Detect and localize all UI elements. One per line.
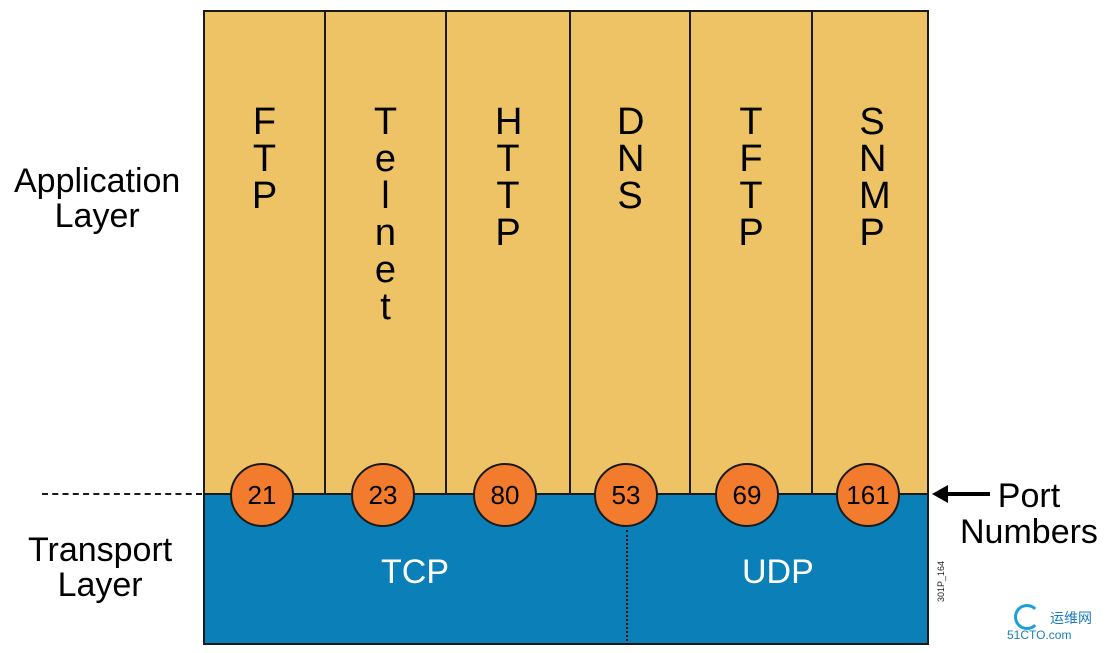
protocol-name: HTTP: [495, 101, 523, 254]
watermark-sub-text: 51CTO.com: [1007, 628, 1072, 642]
port-numbers-label: Port Numbers: [960, 477, 1098, 551]
tcp-label: TCP: [381, 553, 449, 591]
figure-code: 301P_164: [936, 560, 946, 602]
udp-label: UDP: [742, 553, 814, 591]
transport-layer-label: Transport Layer: [28, 531, 173, 604]
protocol-column-snmp: SNMP: [813, 12, 931, 493]
port-badge-dns: 53: [594, 463, 658, 527]
transport-layer-block: [203, 495, 929, 645]
protocol-column-tftp: TFTP: [691, 12, 813, 493]
port-badge-telnet: 23: [351, 463, 415, 527]
port-badge-http: 80: [473, 463, 537, 527]
tcp-udp-divider: [626, 530, 628, 645]
layer-boundary-line: [203, 493, 929, 495]
watermark-cn-text: 运维网: [1050, 610, 1092, 626]
layer-boundary-dashed-line: [42, 493, 202, 495]
arrow-left-icon: [932, 485, 990, 503]
protocol-name: DNS: [617, 101, 645, 217]
protocol-name: FTP: [251, 101, 278, 217]
protocol-name: TFTP: [738, 101, 764, 254]
port-badge-tftp: 69: [715, 463, 779, 527]
protocol-column-ftp: FTP: [205, 12, 326, 493]
watermark-logo-icon: [1014, 604, 1040, 630]
protocol-column-http: HTTP: [447, 12, 571, 493]
protocol-name: SNMP: [859, 101, 891, 254]
port-badge-snmp: 161: [836, 463, 900, 527]
port-badge-ftp: 21: [230, 463, 294, 527]
application-layer-block: FTP Telnet HTTP DNS TFTP SNMP: [203, 10, 929, 495]
application-layer-label: Application Layer: [14, 162, 181, 235]
protocol-column-dns: DNS: [571, 12, 691, 493]
protocol-name: Telnet: [373, 101, 398, 328]
protocol-column-telnet: Telnet: [326, 12, 447, 493]
